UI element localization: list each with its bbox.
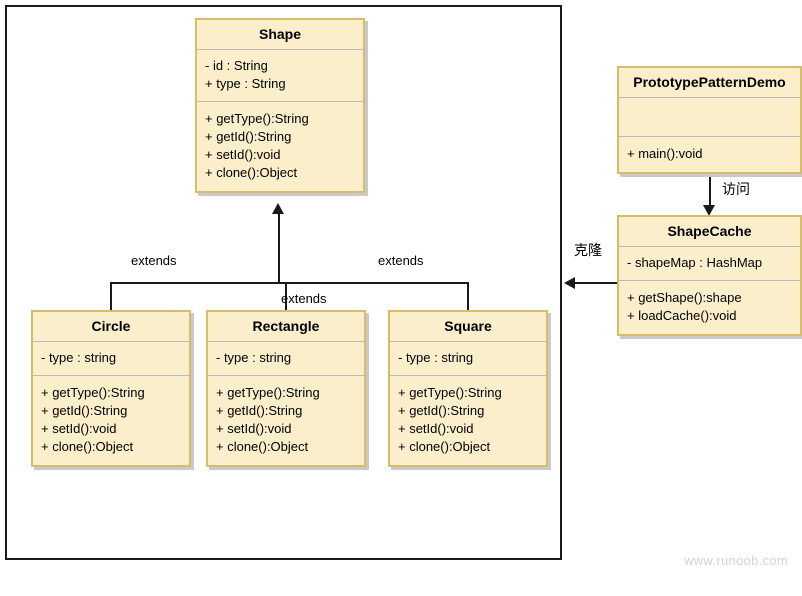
connector-demo-to-cache [709, 170, 711, 206]
operation-row: + setId():void [398, 421, 474, 437]
class-operations-prototypepatterndemo: + main():void [619, 137, 800, 172]
operation-row: + loadCache():void [627, 308, 737, 324]
class-operations-rectangle: + getType():String + getId():String + se… [208, 376, 364, 465]
operation-row: + clone():Object [41, 439, 134, 455]
edge-label-access: 访问 [722, 181, 750, 197]
attribute-row: - type : string [398, 350, 474, 366]
class-attributes-shapecache: - shapeMap : HashMap [619, 247, 800, 282]
attribute-row: - id : String [205, 58, 268, 74]
class-attributes-rectangle: - type : string [208, 342, 364, 377]
operation-row: + getType():String [216, 385, 320, 401]
operation-row: + clone():Object [205, 165, 298, 181]
access-arrowhead-shapecache [703, 205, 715, 216]
class-name-shapecache: ShapeCache [619, 217, 800, 248]
edge-label-extends-rectangle: extends [281, 291, 327, 306]
clone-arrowhead-package [564, 277, 575, 289]
connector-cache-to-package [575, 282, 619, 284]
operation-row: + getId():String [205, 129, 292, 145]
class-operations-square: + getType():String + getId():String + se… [390, 376, 546, 465]
edge-label-clone: 克隆 [574, 242, 602, 258]
connector-extends-bus [110, 282, 469, 284]
operation-row: + getShape():shape [627, 290, 742, 306]
class-attributes-prototypepatterndemo [619, 98, 800, 138]
inheritance-arrowhead-shape [272, 203, 284, 214]
connector-shape-stem [278, 213, 280, 283]
class-name-shape: Shape [197, 20, 363, 51]
connector-drop-circle [110, 282, 112, 310]
operation-row: + clone():Object [398, 439, 491, 455]
class-box-square[interactable]: Square - type : string + getType():Strin… [388, 310, 548, 468]
class-box-shape[interactable]: Shape - id : String + type : String + ge… [195, 18, 365, 194]
edge-label-extends-square: extends [378, 253, 424, 268]
operation-row: + setId():void [41, 421, 117, 437]
operation-row: + getId():String [41, 403, 128, 419]
connector-drop-square [467, 282, 469, 310]
class-name-circle: Circle [33, 312, 189, 343]
class-name-prototypepatterndemo: PrototypePatternDemo [619, 68, 800, 99]
operation-row: + main():void [627, 146, 703, 162]
operation-row: + getType():String [41, 385, 145, 401]
class-box-circle[interactable]: Circle - type : string + getType():Strin… [31, 310, 191, 468]
operation-row: + getId():String [398, 403, 485, 419]
class-box-shapecache[interactable]: ShapeCache - shapeMap : HashMap + getSha… [617, 215, 802, 337]
edge-label-extends-circle: extends [131, 253, 177, 268]
class-operations-shapecache: + getShape():shape + loadCache():void [619, 281, 800, 334]
operation-row: + setId():void [216, 421, 292, 437]
watermark: www.runoob.com [684, 553, 788, 568]
class-attributes-shape: - id : String + type : String [197, 50, 363, 103]
attribute-row: - type : string [216, 350, 292, 366]
class-name-square: Square [390, 312, 546, 343]
operation-row: + getType():String [205, 111, 309, 127]
class-attributes-square: - type : string [390, 342, 546, 377]
class-box-prototypepatterndemo[interactable]: PrototypePatternDemo + main():void [617, 66, 802, 175]
class-name-rectangle: Rectangle [208, 312, 364, 343]
attribute-row: - shapeMap : HashMap [627, 255, 763, 271]
operation-row: + clone():Object [216, 439, 309, 455]
class-operations-circle: + getType():String + getId():String + se… [33, 376, 189, 465]
operation-row: + getType():String [398, 385, 502, 401]
class-operations-shape: + getType():String + getId():String + se… [197, 102, 363, 191]
attribute-row: + type : String [205, 76, 286, 92]
class-box-rectangle[interactable]: Rectangle - type : string + getType():St… [206, 310, 366, 468]
operation-row: + getId():String [216, 403, 303, 419]
class-attributes-circle: - type : string [33, 342, 189, 377]
attribute-row: - type : string [41, 350, 117, 366]
operation-row: + setId():void [205, 147, 281, 163]
connector-drop-rectangle [285, 282, 287, 310]
